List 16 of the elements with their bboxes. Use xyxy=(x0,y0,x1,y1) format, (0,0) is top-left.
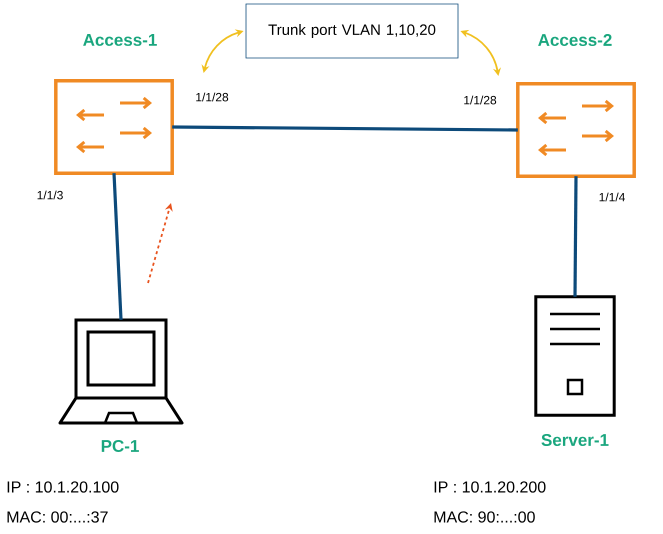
node-label: Server-1 xyxy=(541,434,609,446)
info-text: MAC: 90:...:00 xyxy=(434,511,535,523)
info-text: IP : 10.1.20.200 xyxy=(434,481,546,493)
node-label: Access-1 xyxy=(83,34,157,46)
connector xyxy=(112,173,123,320)
info-text: IP : 10.1.20.100 xyxy=(8,481,119,493)
port-label: 1/1/28 xyxy=(196,92,228,102)
connector xyxy=(172,125,518,132)
port-label: 1/1/28 xyxy=(464,96,496,104)
info-text: MAC: 00:...:37 xyxy=(8,511,108,523)
port-label: 1/1/4 xyxy=(600,192,625,202)
text-box: Trunk port VLAN 1,10,20 xyxy=(246,4,458,58)
node-label: Access-2 xyxy=(538,34,612,46)
node-label: PC-1 xyxy=(102,440,139,452)
connector xyxy=(573,176,578,297)
port-label: 1/1/3 xyxy=(38,190,63,200)
